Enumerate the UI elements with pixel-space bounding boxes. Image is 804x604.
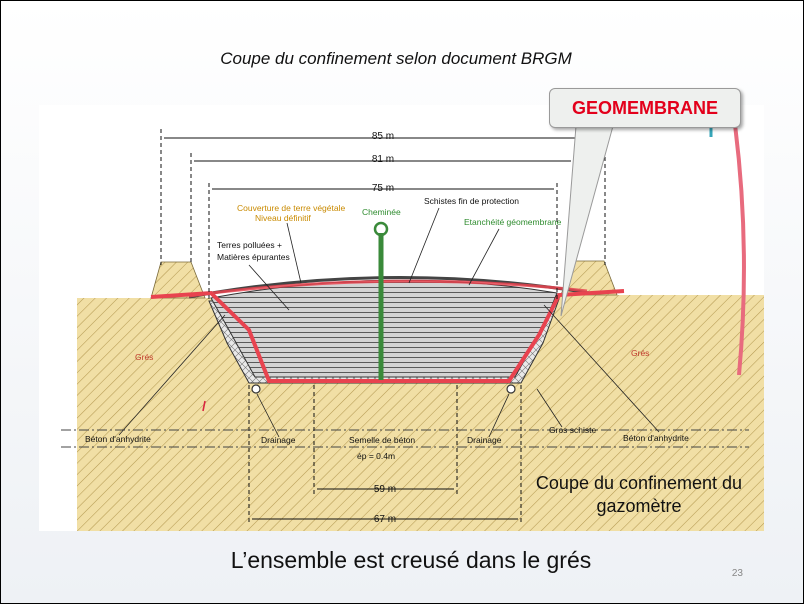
label-gres-left: Grés [135,352,153,362]
page-number: 23 [731,568,743,579]
label-gres-right: Grés [631,348,649,358]
diagram-image: 85 m 81 m 75 m 59 m 67 m Couverture de t… [39,105,764,531]
label-cheminee: Cheminée [362,207,401,217]
callout-label: GEOMEMBRANE [571,97,718,118]
dim-85-label: 85 m [372,131,394,142]
cross-section-diagram: 85 m 81 m 75 m 59 m 67 m Couverture de t… [61,116,764,531]
label-terres-2: Matières épurantes [217,252,290,262]
dim-75-label: 75 m [372,183,394,194]
chimney-top [373,221,389,237]
label-beton-left: Béton d'anhydrite [85,434,151,444]
geomembrane-callout: GEOMEMBRANE [549,88,741,128]
label-couverture-1: Couverture de terre végétale [237,203,345,213]
label-gros-schiste: Gros schiste [549,425,597,435]
label-drainage-right: Drainage [467,435,502,445]
label-semelle-1: Semelle de béton [349,435,415,445]
bottom-caption: L’ensemble est creusé dans le grés [230,547,592,573]
leader-lines [118,207,660,438]
dash-dot-lines [61,429,749,448]
label-drainage-left: Drainage [261,435,296,445]
caption-line-2: gazomètre [596,496,681,516]
red-mark [202,400,206,412]
caption-line-1: Coupe du confinement du [536,473,742,493]
label-couverture-2: Niveau définitif [255,213,311,223]
dim-81-label: 81 m [372,154,394,165]
label-beton-right: Béton d'anhydrite [623,433,689,443]
drain-left [251,384,261,394]
label-schistes: Schistes fin de protection [424,196,519,206]
dim-59-label: 59 m [374,484,396,495]
label-etancheite: Etanchéité géomembrane [464,217,562,227]
drain-right [506,384,516,394]
geomembrane-line [150,289,625,383]
slide-title: Coupe du confinement selon document BRGM [220,49,572,68]
label-terres-1: Terres polluées + [217,240,282,250]
dim-67-label: 67 m [374,514,396,525]
right-red-curve [732,116,746,376]
geomembrane-cap [188,279,588,298]
label-semelle-2: ép = 0.4m [357,451,395,461]
